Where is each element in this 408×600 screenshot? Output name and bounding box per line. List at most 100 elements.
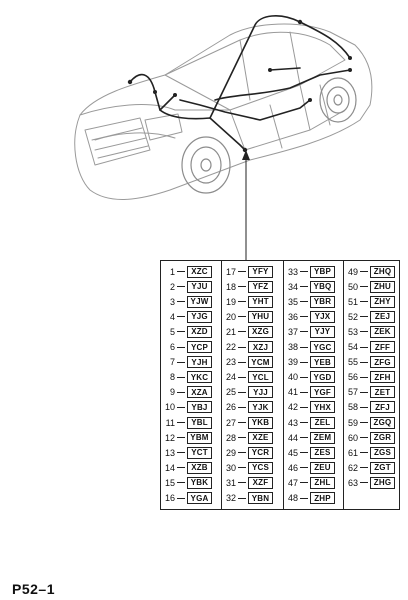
connector-code: YBM [187, 431, 212, 444]
connector-number: 10 [164, 402, 175, 413]
leader-dash [238, 467, 246, 469]
connector-number: 52 [347, 311, 358, 322]
connector-number: 54 [347, 342, 358, 352]
leader-dash [300, 467, 308, 469]
legend-entry: 8 YKC [159, 370, 212, 385]
connector-number: 8 [169, 372, 175, 383]
connector-code: XZB [187, 461, 212, 474]
connector-code: YJG [187, 310, 212, 323]
connector-code: YCL [248, 371, 273, 384]
leader-dash [177, 437, 185, 439]
leader-dash [300, 331, 308, 333]
connector-number: 20 [225, 311, 236, 322]
connector-code: ZGT [370, 461, 395, 474]
connector-code: YKB [248, 416, 273, 429]
connector-code: YKC [187, 371, 212, 384]
connector-code: YHU [248, 310, 273, 323]
connector-code: ZEU [310, 461, 335, 474]
connector-number: 22 [225, 342, 236, 352]
leader-dash [360, 422, 368, 423]
connector-code: ZES [310, 446, 335, 459]
connector-code: ZGQ [370, 416, 395, 429]
connector-code: YJH [187, 356, 212, 369]
leader-dash [300, 452, 308, 454]
connector-code: YBN [248, 492, 273, 504]
leader-dash [360, 467, 368, 469]
leader-dash [177, 482, 185, 484]
connector-number: 39 [287, 357, 298, 368]
connector-number: 15 [164, 477, 175, 488]
connector-number: 59 [347, 417, 358, 428]
leader-dash [177, 346, 185, 348]
connector-code: XZC [187, 265, 212, 278]
leader-dash [360, 391, 368, 393]
connector-code: ZEJ [370, 310, 395, 323]
connector-code: ZFJ [370, 401, 395, 414]
connector-number: 16 [164, 493, 175, 503]
leader-dash [300, 406, 308, 408]
connector-code: XZA [187, 386, 212, 399]
leader-dash [177, 452, 185, 454]
connector-code: YBR [310, 295, 335, 308]
leader-dash [177, 406, 185, 408]
connector-code: YCT [187, 446, 212, 459]
legend-entry: 58 ZFJ [342, 400, 395, 415]
connector-number: 9 [169, 387, 175, 398]
leader-dash [360, 301, 368, 303]
connector-code: YJJ [248, 386, 273, 399]
leader-dash [300, 346, 308, 348]
connector-code: YGD [310, 371, 335, 384]
connector-number: 25 [225, 387, 236, 398]
legend-entry: 35 YBR [282, 294, 335, 309]
connector-number: 24 [225, 372, 236, 383]
leader-dash [300, 482, 308, 484]
connector-code: YFZ [248, 280, 273, 293]
connector-number: 30 [225, 462, 236, 473]
connector-code: XZD [187, 325, 212, 338]
connector-code: YJY [310, 325, 335, 338]
connector-code: YCM [248, 356, 273, 369]
connector-number: 43 [287, 417, 298, 428]
leader-dash [177, 467, 185, 469]
connector-code: ZHG [370, 476, 395, 489]
connector-code: XZJ [248, 341, 273, 353]
connector-code: YGA [187, 492, 212, 504]
connector-number: 35 [287, 296, 298, 307]
leader-dash [177, 361, 185, 363]
connector-code: YCS [248, 461, 273, 474]
leader-dash [238, 331, 246, 333]
connector-number: 2 [169, 281, 175, 292]
connector-code: YJW [187, 295, 212, 308]
leader-dash [360, 376, 368, 378]
connector-number: 58 [347, 402, 358, 413]
leader-dash [238, 437, 246, 439]
connector-code: ZHU [370, 280, 395, 293]
leader-dash [300, 497, 308, 499]
connector-number: 49 [347, 266, 358, 277]
leader-dash [360, 331, 368, 333]
connector-code: YBP [310, 265, 335, 278]
connector-number: 51 [347, 296, 358, 307]
connector-code: YGF [310, 386, 335, 399]
leader-dash [238, 452, 246, 454]
connector-number: 60 [347, 432, 358, 443]
